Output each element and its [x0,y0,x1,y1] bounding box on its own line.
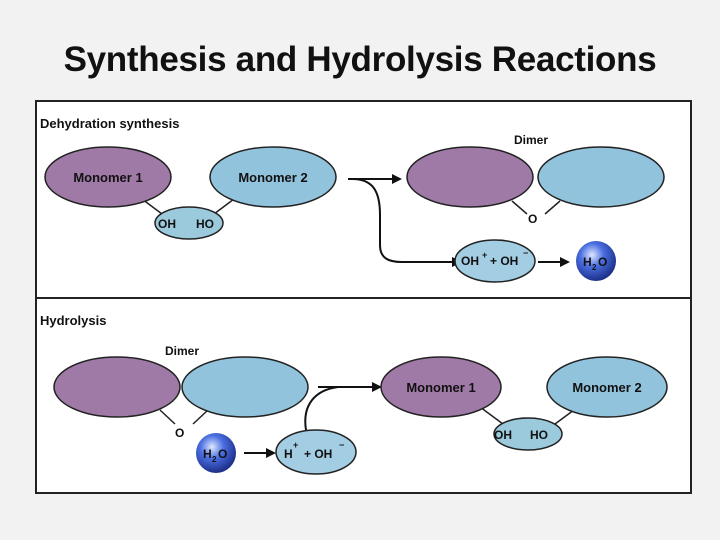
hydrolysis-ion-minus: − [339,440,344,450]
dehydration-dimer-stub-right [544,200,561,215]
hydrolysis-water-o: O [218,447,227,461]
hydrolysis-dimer-stub-left [159,409,176,425]
hydrolysis-ions-bubble [275,429,357,475]
panel-divider [35,297,690,299]
hydrolysis-monomer-1 [380,356,502,418]
dehydration-branch-arrow [351,178,462,267]
hydrolysis-water-h: H [203,447,212,461]
dehydration-oh-label: OH [158,217,176,231]
dehydration-ion-minus: − [523,248,528,258]
hydrolysis-monomer-1-label: Monomer 1 [406,380,475,395]
dehydration-water-o: O [598,255,607,269]
hydrolysis-heading: Hydrolysis [40,313,106,328]
hydrolysis-bond-o: O [175,426,184,440]
dehydration-ion-mid: + OH [490,254,518,268]
dehydration-oh-ho-bubble [154,206,224,240]
dehydration-dimer-left [406,146,534,208]
dehydration-water-sub: 2 [592,263,597,272]
dehydration-heading: Dehydration synthesis [40,116,179,131]
hydrolysis-ion-h: H [284,447,293,461]
hydrolysis-dimer-left [53,356,181,418]
hydrolysis-monomer-2-label: Monomer 2 [572,380,641,395]
hydrolysis-ion-plus: + [293,440,298,450]
hydrolysis-dimer-right [181,356,309,418]
dehydration-dimer-label: Dimer [514,133,548,147]
dehydration-dimer-stub-left [511,200,528,215]
dehydration-water-h: H [583,255,592,269]
dehydration-dimer-right [537,146,665,208]
hydrolysis-dimer-label: Dimer [165,344,199,358]
hydrolysis-monomer-2 [546,356,668,418]
dehydration-ion-oh: OH [461,254,479,268]
dehydration-ho-label: HO [196,217,214,231]
hydrolysis-dimer-stub-right [192,409,209,425]
hydrolysis-curve-arrow [304,386,339,431]
dehydration-bond-o: O [528,212,537,226]
dehydration-water-sphere [576,241,616,281]
hydrolysis-oh-label: OH [494,428,512,442]
hydrolysis-ho-label: HO [530,428,548,442]
hydrolysis-oh-ho-bubble [493,417,563,451]
dehydration-monomer-2-label: Monomer 2 [238,170,307,185]
hydrolysis-stub-left [479,406,504,425]
dehydration-monomer-2 [209,146,337,208]
dehydration-monomer-1-label: Monomer 1 [73,170,142,185]
dehydration-ions-bubble [454,239,536,283]
dehydration-monomer-1 [44,146,172,208]
dehydration-ion-plus: + [482,250,487,260]
hydrolysis-ion-mid: + OH [304,447,332,461]
hydrolysis-water-sphere [196,433,236,473]
hydrolysis-water-sub: 2 [212,455,217,464]
page-title: Synthesis and Hydrolysis Reactions [63,40,657,79]
